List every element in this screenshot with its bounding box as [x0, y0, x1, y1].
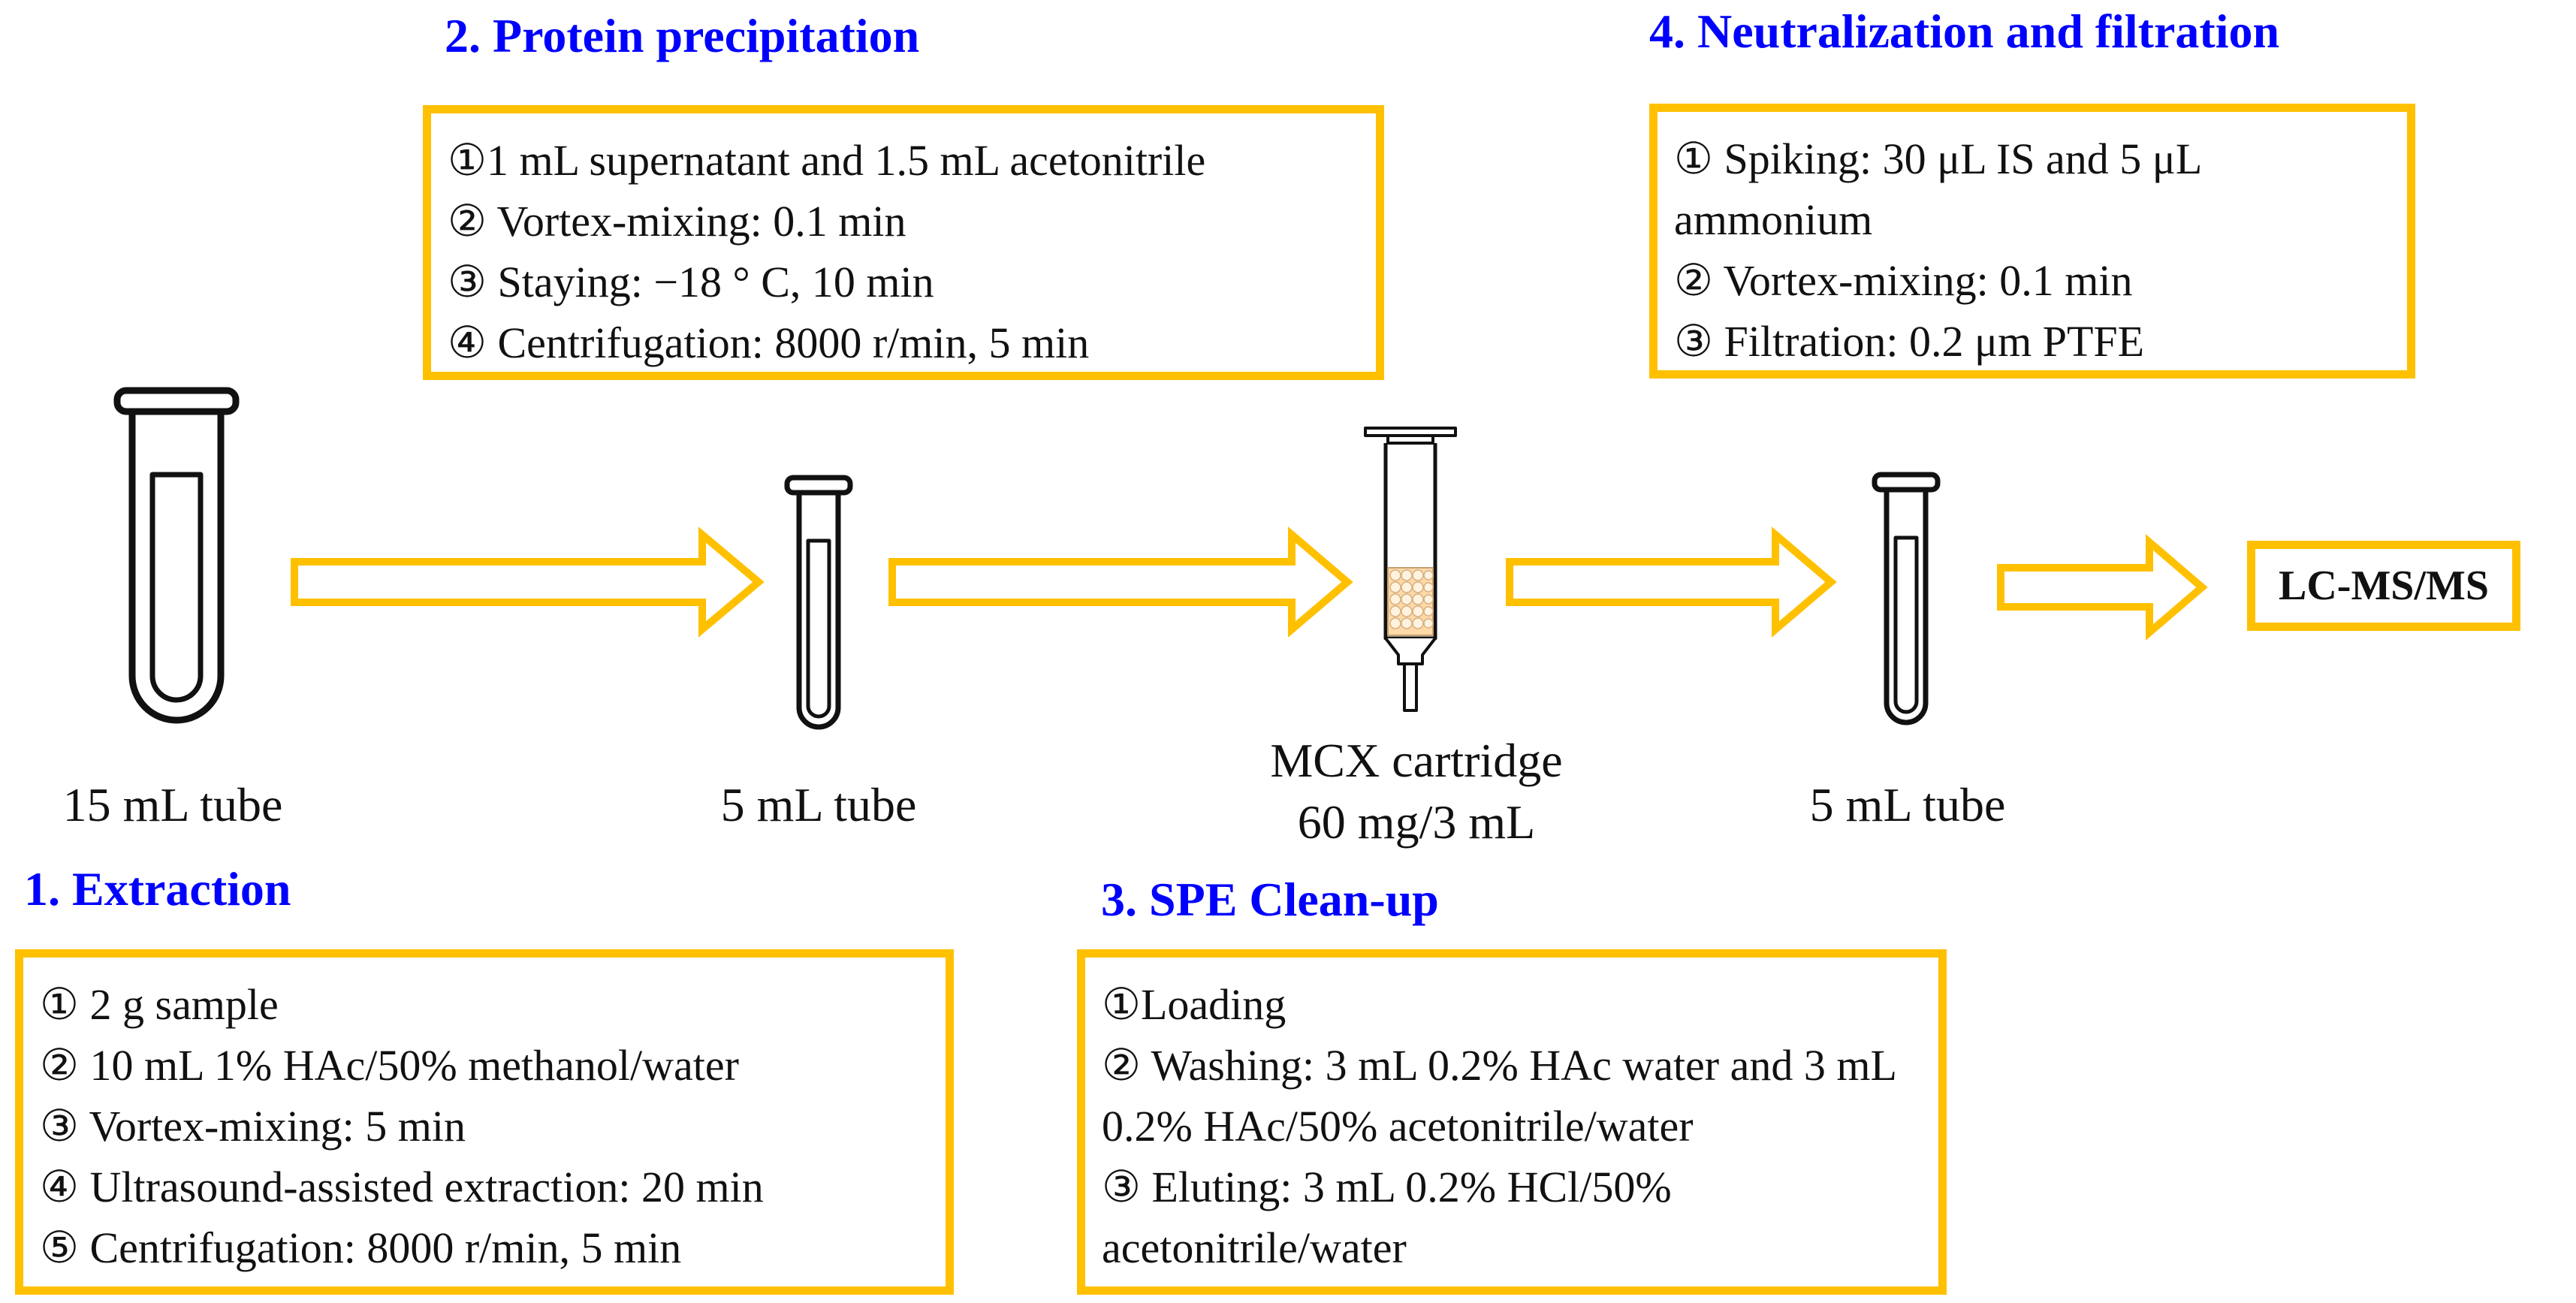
step-2-line-4: ④ Centrifugation: 8000 r/min, 5 min [448, 318, 1090, 367]
step-1-line-2: ② 10 mL 1% HAc/50% methanol/water [40, 1041, 739, 1090]
step-4-title: 4. Neutralization and filtration [1649, 5, 2280, 58]
step-3-line-2: ② Washing: 3 mL 0.2% HAc water and 3 mL … [1102, 1041, 1896, 1151]
step-1-box: ① 2 g sample ② 10 mL 1% HAc/50% methanol… [15, 949, 954, 1295]
tube-5ml-second-label: 5 mL tube [1809, 778, 2006, 831]
step-4-line-1: ① Spiking: 30 μL IS and 5 μL ammonium [1674, 134, 2201, 244]
step-1-line-3: ③ Vortex-mixing: 5 min [40, 1102, 466, 1151]
flow-arrow [888, 526, 1353, 638]
step-1-title: 1. Extraction [24, 862, 291, 915]
step-3-title: 3. SPE Clean-up [1101, 873, 1439, 926]
step-1-line-1: ① 2 g sample [40, 980, 279, 1029]
step-4-line-3: ③ Filtration: 0.2 μm PTFE [1674, 317, 2145, 366]
step-2-line-1: ①1 mL supernatant and 1.5 mL acetonitril… [448, 136, 1206, 185]
mcx-cartridge-spec: 60 mg/3 mL [1297, 795, 1536, 849]
step-3-line-1: ①Loading [1102, 980, 1286, 1029]
tube-5ml-first-label: 5 mL tube [720, 778, 917, 831]
spe-cartridge-icon [1364, 427, 1457, 712]
step-2-title: 2. Protein precipitation [445, 9, 920, 62]
test-tube-icon [784, 475, 853, 730]
mcx-cartridge-label: MCX cartridge 60 mg/3 mL [1206, 730, 1627, 853]
step-3-line-3: ③ Eluting: 3 mL 0.2% HCl/50% acetonitril… [1102, 1163, 1672, 1272]
lc-msms-box: LC-MS/MS [2247, 541, 2520, 631]
test-tube-icon [113, 387, 240, 724]
step-1-line-4: ④ Ultrasound-assisted extraction: 20 min [40, 1163, 764, 1211]
step-4-box: ① Spiking: 30 μL IS and 5 μL ammonium ② … [1649, 104, 2415, 379]
step-3-box: ①Loading ② Washing: 3 mL 0.2% HAc water … [1077, 949, 1947, 1295]
step-2-box: ①1 mL supernatant and 1.5 mL acetonitril… [423, 105, 1384, 380]
tube-15ml-label: 15 mL tube [62, 778, 283, 831]
flow-arrow [1506, 526, 1837, 638]
step-4-line-2: ② Vortex-mixing: 0.1 min [1674, 256, 2133, 305]
step-1-line-5: ⑤ Centrifugation: 8000 r/min, 5 min [40, 1223, 682, 1272]
flow-arrow [291, 526, 765, 638]
flow-arrow [1997, 534, 2208, 641]
test-tube-icon [1872, 472, 1941, 725]
step-2-line-2: ② Vortex-mixing: 0.1 min [448, 197, 906, 246]
step-2-line-3: ③ Staying: −18 ° C, 10 min [448, 258, 934, 306]
mcx-cartridge-name: MCX cartridge [1270, 734, 1563, 787]
